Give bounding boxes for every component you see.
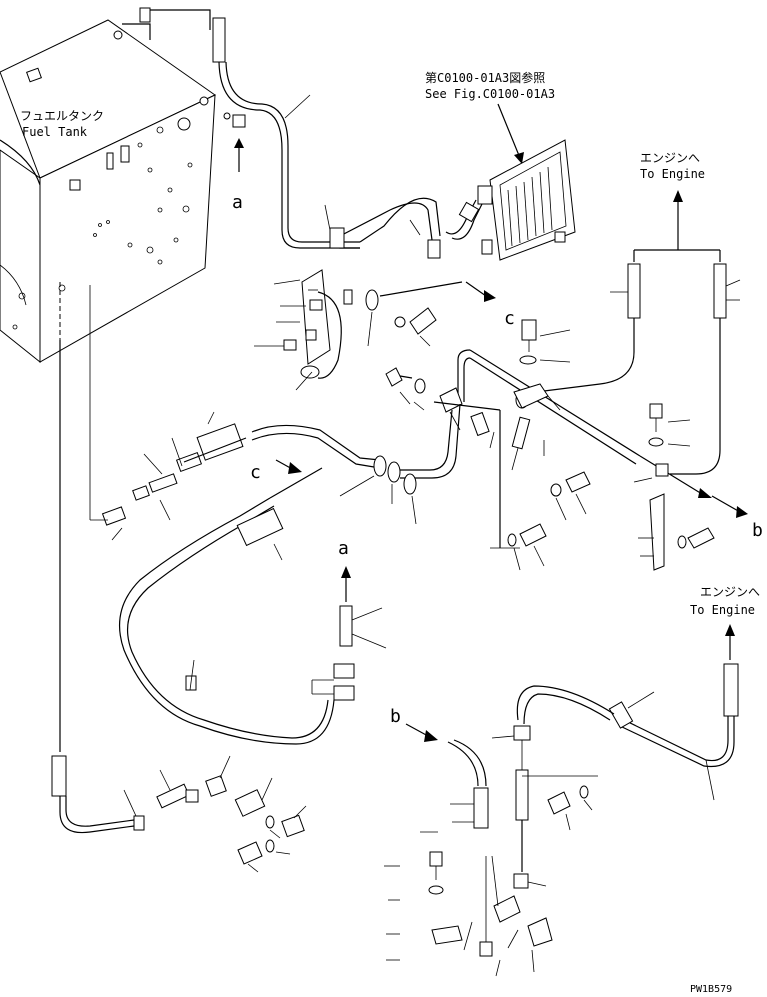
clamp-bolt-upper: c <box>343 281 515 347</box>
marker-a-upper: a <box>232 192 243 213</box>
figure-code: PW1B579 <box>690 984 732 995</box>
to-engine-top-label-jp: エンジンへ <box>640 151 700 165</box>
connection-a-upper: a <box>223 112 246 213</box>
to-engine-bottom-label-jp: エンジンへ <box>700 585 760 599</box>
filter-bracket <box>254 269 342 391</box>
lower-loop-hose <box>118 497 337 745</box>
marker-a-lower: a <box>338 538 349 559</box>
to-engine-top-label-en: To Engine <box>640 167 705 181</box>
fuel-tank: フュエルタンク Fuel Tank <box>0 19 216 364</box>
tank-outlet-hose <box>122 7 360 249</box>
marker-b-lower: b <box>390 706 401 727</box>
lower-b-connection: b <box>384 706 553 977</box>
fuel-tank-label-en: Fuel Tank <box>22 125 88 139</box>
marker-b-right: b <box>752 520 763 541</box>
center-pipe-loop: c <box>250 401 547 571</box>
lower-right-engine-line: エンジンへ To Engine <box>491 585 760 889</box>
marker-c-left: c <box>250 462 261 483</box>
fuel-tank-label-jp: フュエルタンク <box>20 109 104 123</box>
left-hose-assembly <box>89 285 247 541</box>
lower-left-return-line <box>51 282 307 873</box>
fastener-set-center <box>385 319 571 471</box>
fastener-set-right <box>550 403 715 571</box>
marker-c-right: c <box>504 308 515 329</box>
engine-supply-pipes: エンジンへ To Engine b <box>457 151 763 541</box>
see-fig-label-en: See Fig.C0100-01A3 <box>425 87 555 101</box>
connection-a-lower: a <box>311 538 387 701</box>
to-engine-bottom-label-en: To Engine <box>690 603 755 617</box>
see-fig-label-jp: 第C0100-01A3図参照 <box>425 70 545 85</box>
cooler-hoses <box>324 197 483 259</box>
cooler-assembly: 第C0100-01A3図参照 See Fig.C0100-01A3 <box>425 70 576 261</box>
